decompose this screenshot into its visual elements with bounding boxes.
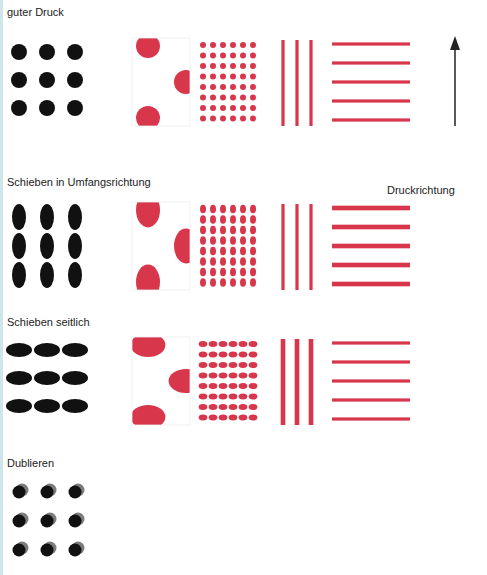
red-test-strip bbox=[132, 193, 410, 300]
red-test-strip bbox=[131, 333, 410, 429]
black-dot-sample bbox=[6, 343, 88, 413]
section-heading: guter Druck bbox=[6, 6, 65, 19]
section-heading: Schieben seitlich bbox=[6, 316, 91, 329]
edge-strip bbox=[0, 0, 3, 575]
direction-arrow bbox=[450, 36, 460, 126]
direction-label: Druckrichtung bbox=[386, 184, 456, 197]
black-dot-sample bbox=[11, 44, 83, 116]
black-dot-sample bbox=[13, 484, 85, 557]
black-dot-sample bbox=[12, 204, 82, 288]
section-heading: Dublieren bbox=[6, 457, 55, 470]
section-heading: Schieben in Umfangsrichtung bbox=[6, 176, 152, 189]
red-test-strip bbox=[132, 34, 410, 130]
